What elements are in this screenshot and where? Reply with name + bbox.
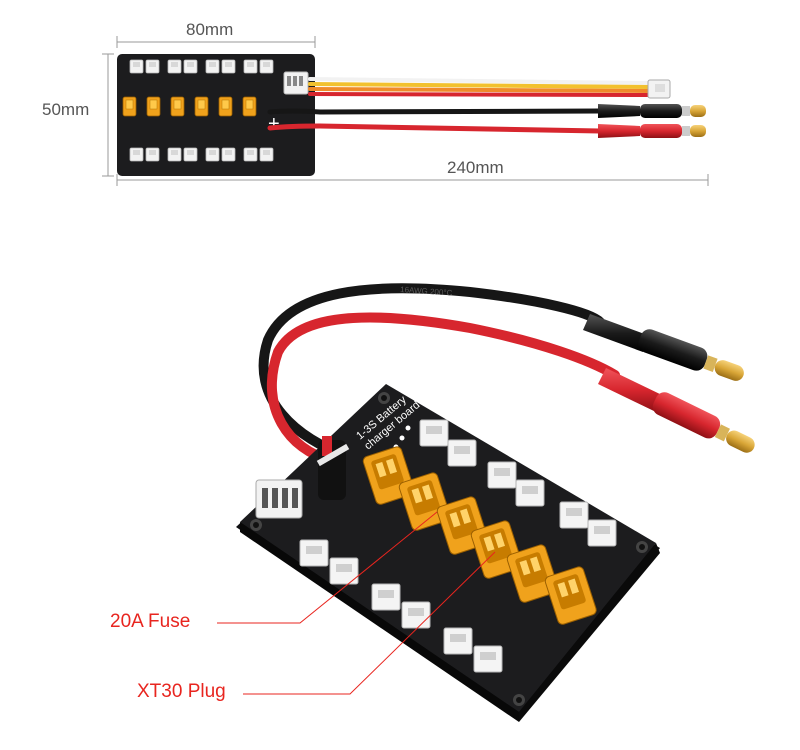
wire-print-text: 16AWG 200°C	[400, 285, 453, 298]
main-red-banana-plug	[598, 368, 755, 453]
xt30-plug-row	[362, 446, 597, 625]
plug-callout-label: XT30 Plug	[137, 681, 226, 702]
cable-length-dimension-label: 240mm	[447, 158, 504, 177]
wire-entry	[316, 436, 350, 500]
top-view-board: +	[117, 54, 315, 176]
top-black-banana-plug	[598, 104, 706, 118]
top-balance-plug	[647, 79, 671, 99]
fuse-callout-label: 20A Fuse	[110, 611, 191, 632]
main-black-banana-plug	[583, 314, 744, 381]
balance-jack-rows	[299, 419, 617, 673]
top-red-banana-plug	[598, 124, 706, 138]
dimension-lines	[102, 36, 709, 186]
height-dimension-label: 50mm	[42, 100, 90, 119]
svg-text:+: +	[268, 113, 280, 135]
callout-leader-lines	[217, 511, 496, 695]
main-balance-port	[255, 479, 303, 519]
top-view-cables	[267, 77, 652, 134]
main-cables	[258, 283, 620, 465]
width-dimension-label: 80mm	[186, 20, 234, 39]
